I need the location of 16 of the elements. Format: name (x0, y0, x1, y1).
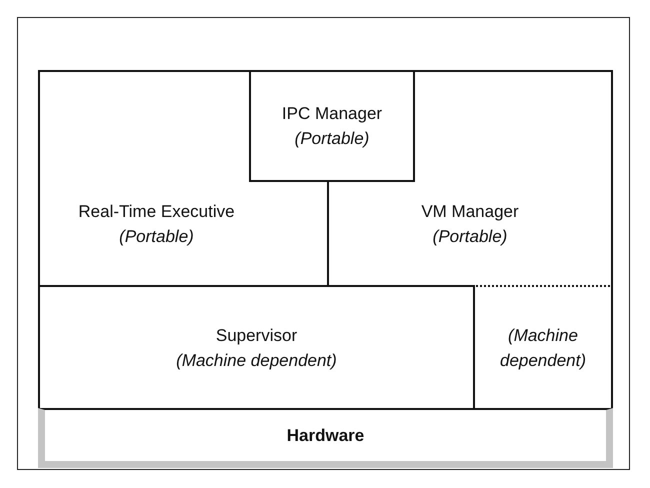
layer-box (38, 408, 613, 468)
layer-box (415, 70, 613, 285)
layer-name: IPC Manager (282, 103, 382, 125)
layer-note: (Portable) (119, 226, 194, 248)
layer-box (38, 285, 473, 408)
layer-note: (Machine dependent) (176, 350, 337, 372)
layer-box (38, 70, 249, 285)
layer-box (249, 70, 415, 182)
layer-note: (Portable) (294, 128, 370, 150)
layer-box (473, 285, 613, 408)
layer-name: Supervisor (216, 324, 298, 346)
layer-note: (Portable) (432, 226, 508, 248)
layer-note: (Machine dependent) (498, 324, 588, 372)
layer-name: Hardware (286, 425, 364, 447)
layer-name: VM Manager (421, 201, 519, 223)
layer-name: Real-Time Executive (78, 201, 235, 223)
